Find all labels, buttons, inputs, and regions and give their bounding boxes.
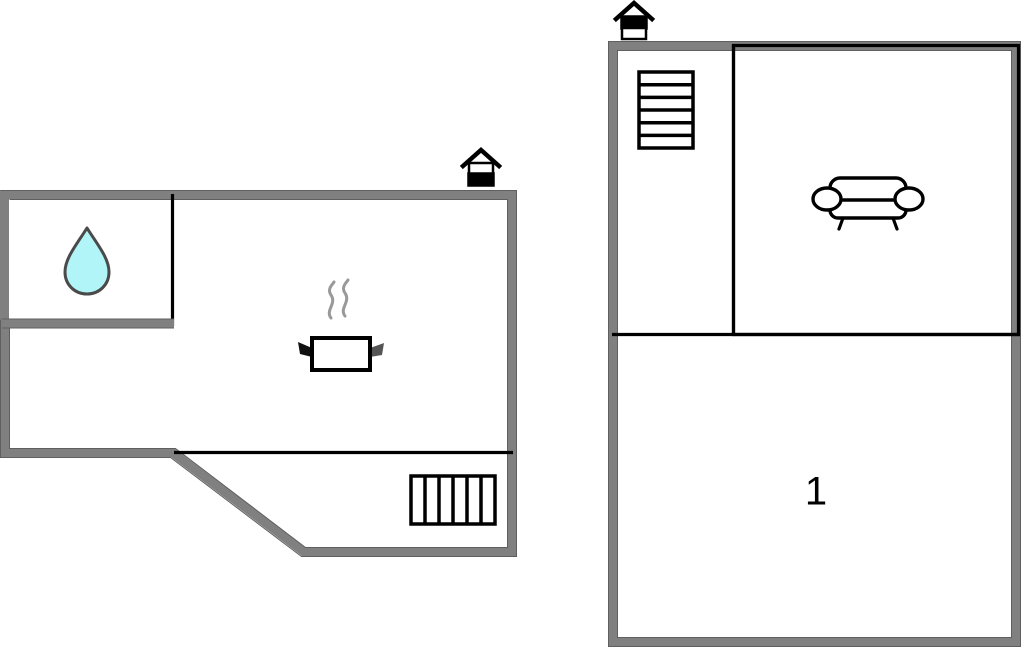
house-entrance-icon	[612, 0, 656, 41]
water-drop-icon	[63, 226, 111, 296]
left-exterior-walls	[0, 190, 516, 556]
house-entrance-icon	[459, 146, 503, 187]
room-number-label: 1	[805, 470, 827, 514]
sofa-icon	[811, 176, 925, 231]
radiator-horizontal-icon	[637, 70, 695, 150]
radiator-vertical-icon	[409, 474, 497, 526]
floor-left-group	[0, 146, 517, 557]
cooking-pot-icon	[298, 278, 384, 372]
floor-right-group: 1	[608, 0, 1021, 647]
right-exterior-wall-edges	[608, 41, 1021, 647]
left-exterior-wall-edges	[0, 190, 517, 557]
